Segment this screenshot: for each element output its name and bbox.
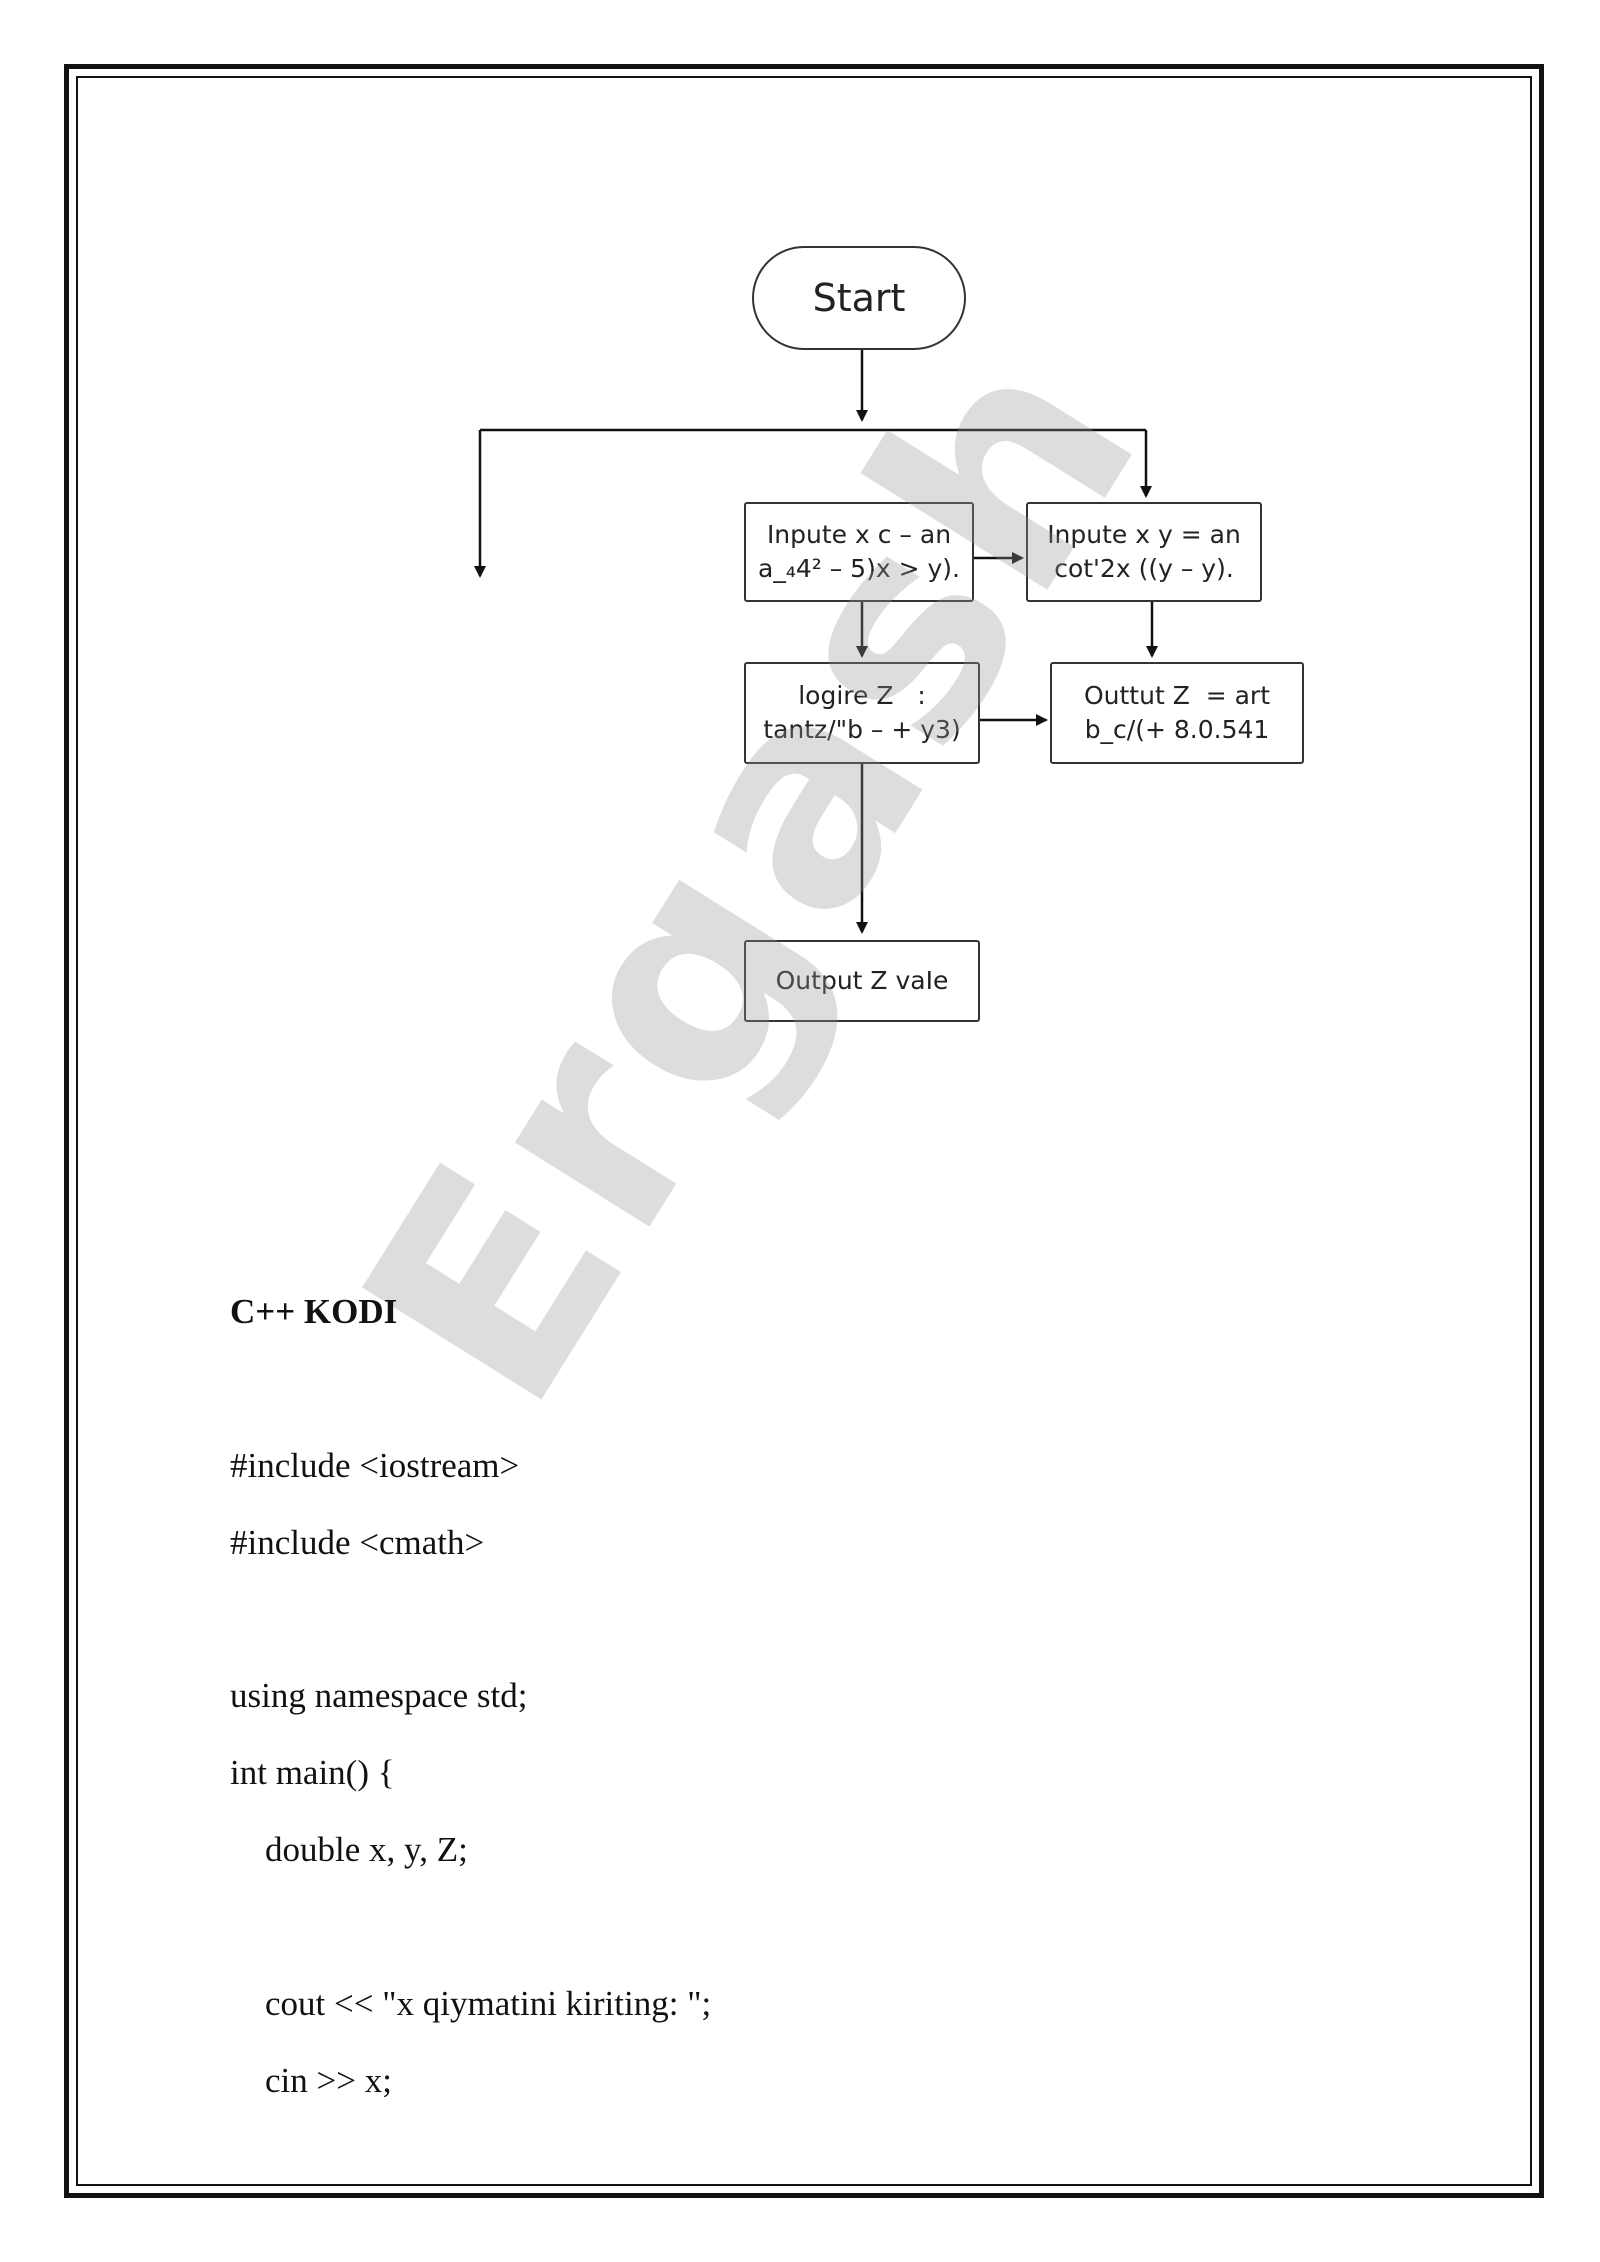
flowchart-box-process: logire Z : tantz/"b – + y3) (744, 662, 980, 764)
box-text: Output Z vaІe (775, 966, 949, 995)
flowchart-box-input-1: Inpute x c – an a_₄4² – 5)x > y). (744, 502, 974, 602)
page-border-inner (76, 76, 1532, 2186)
code-line: cin >> x; (230, 2061, 392, 2100)
start-label: Start (812, 276, 906, 320)
box-text: b_c/(+ 8.0.541 (1084, 715, 1270, 744)
code-line: double x, y, Z; (230, 1830, 468, 1869)
box-text: Inpute x y = an (1047, 520, 1241, 549)
box-text: logire Z : (798, 681, 926, 710)
box-text: Inpute x c – an (766, 520, 952, 549)
box-text: tantz/"b – + y3) (763, 715, 961, 744)
section-heading: C++ KODI (230, 1292, 398, 1331)
flowchart-box-output-value: Output Z vaІe (744, 940, 980, 1022)
box-text: a_₄4² – 5)x > y). (758, 554, 960, 583)
page-border (64, 64, 1544, 2198)
code-line: using namespace std; (230, 1676, 528, 1715)
flowchart-box-output-1: Outtut Z = art b_c/(+ 8.0.541 (1050, 662, 1304, 764)
code-line: cout << "x qiymatini kiriting: "; (230, 1984, 712, 2023)
code-line: #include <cmath> (230, 1523, 485, 1562)
code-line: #include <iostream> (230, 1446, 520, 1485)
box-text: cot'2x ((y – y). (1054, 554, 1234, 583)
box-text: Outtut Z = art (1083, 681, 1271, 710)
flowchart-start: Start (752, 246, 966, 350)
flowchart-box-input-2: Inpute x y = an cot'2x ((y – y). (1026, 502, 1262, 602)
code-line: int main() { (230, 1753, 395, 1792)
